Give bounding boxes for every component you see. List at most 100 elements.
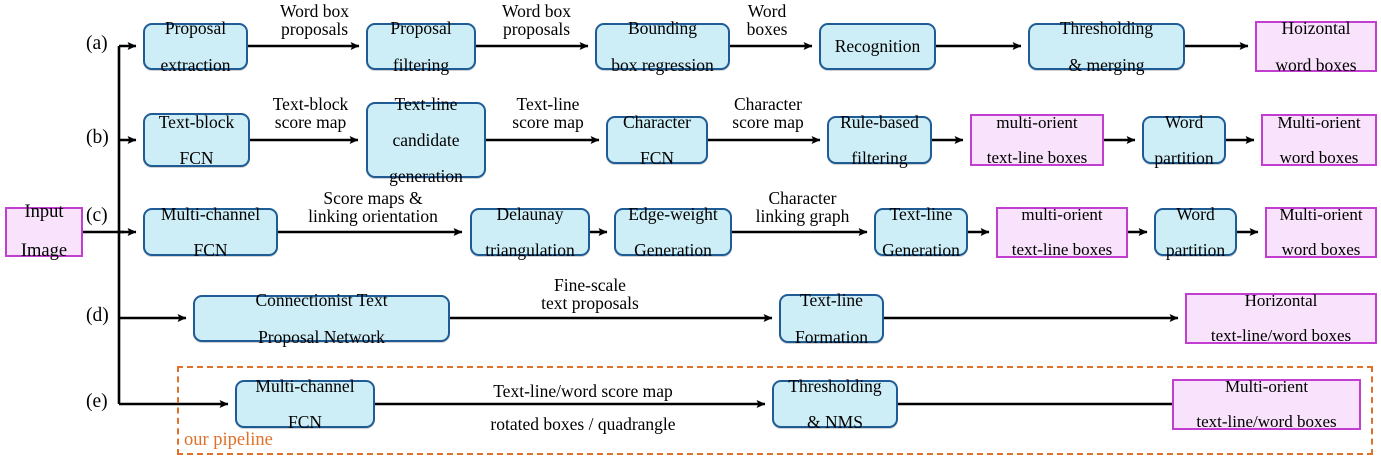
row-tag-b: (b): [86, 127, 109, 148]
node-line-2: FCN: [287, 412, 323, 433]
node-hoizontal-word-boxes: Hoizontal word boxes: [1255, 18, 1377, 74]
edge-label-a-3: Word boxes: [722, 2, 812, 38]
edge-label-line-2: score map: [512, 112, 584, 133]
node-line-2: & NMS: [807, 412, 863, 433]
edge-label-b-3: Character score map: [712, 95, 824, 131]
node-line-2: filtering: [392, 54, 450, 75]
node-thresholding-nms[interactable]: Thresholding & NMS: [772, 375, 898, 433]
node-line-1: Hoizontal: [1281, 18, 1351, 39]
row-tag-a: (a): [86, 33, 108, 54]
node-bounding-box-regression[interactable]: Bounding box regression: [595, 19, 730, 74]
edge-label-b-1: Text-block score map: [253, 95, 368, 131]
edge-label-d-1: Fine-scale text proposals: [500, 276, 680, 312]
node-line-1: Text-line: [800, 290, 863, 311]
node-connectionist-text-proposal-network[interactable]: Connectionist Text Proposal Network: [193, 291, 450, 346]
node-character-fcn[interactable]: Character FCN: [606, 111, 708, 169]
node-multi-orient-text-line-word-boxes: Multi-orient text-line/word boxes: [1172, 377, 1361, 432]
node-line-2: word boxes: [1279, 147, 1359, 167]
row-tag-c: (c): [86, 205, 108, 226]
input-image-box: Input Image: [5, 202, 83, 260]
node-line-2: & merging: [1068, 54, 1145, 75]
node-line-1: Character: [622, 111, 691, 132]
node-line-1: Thresholding: [788, 375, 882, 396]
node-line-2: partition: [1154, 148, 1214, 169]
node-word-partition-b[interactable]: Word partition: [1142, 111, 1226, 169]
node-line-1: Text-line: [394, 93, 458, 114]
node-line-2: FCN: [179, 148, 214, 169]
edge-label-b-2: Text-line score map: [492, 95, 604, 131]
edge-label-line-2: linking orientation: [308, 206, 438, 227]
node-line-2: partition: [1165, 240, 1226, 261]
node-line-2: text-line/word boxes: [1210, 326, 1352, 346]
edge-label-c-1: Score maps & linking orientation: [288, 189, 458, 225]
node-line-2: FCN: [639, 148, 675, 169]
edge-label-line-1: Text-line: [516, 94, 580, 114]
node-recognition[interactable]: Recognition: [819, 23, 936, 70]
edge-label-line-1: Character: [733, 94, 802, 114]
node-line-1: Multi-channel: [160, 203, 261, 224]
input-image-line2: Image: [20, 240, 68, 261]
node-line-1: Edge-weight: [628, 203, 718, 224]
node-proposal-filtering[interactable]: Proposal filtering: [366, 19, 476, 74]
node-edge-weight-generation[interactable]: Edge-weight Generation: [614, 203, 732, 259]
row-tag-d: (d): [86, 305, 109, 326]
node-line-1: Text-block: [158, 111, 235, 132]
node-thresholding-merging[interactable]: Thresholding & merging: [1028, 19, 1185, 74]
edge-label-line-2: score map: [274, 112, 347, 133]
edge-label-a-2: Word box proposals: [484, 2, 589, 38]
node-line-1: multi-orient: [996, 112, 1078, 132]
node-text-line-formation[interactable]: Text-line Formation: [779, 290, 884, 347]
node-text-line-candidate-generation[interactable]: Text-line candidate generation: [366, 94, 486, 185]
edge-label-line-1: Fine-scale: [554, 275, 626, 295]
node-line-1: Multi-channel: [255, 375, 355, 396]
edge-label-line-1: Character: [768, 188, 837, 208]
node-line-2: text-line/word boxes: [1196, 412, 1337, 432]
node-line-2: word boxes: [1281, 240, 1361, 260]
node-line-2: triangulation: [485, 240, 575, 261]
node-line-1: Word: [1176, 203, 1215, 224]
node-text-block-fcn[interactable]: Text-block FCN: [143, 113, 250, 167]
node-multi-orient-word-boxes-c: Multi-orient word boxes: [1265, 205, 1377, 260]
node-line-2: Proposal Network: [258, 326, 385, 347]
node-line-1: Text-line: [889, 203, 953, 224]
node-line-1: Thresholding: [1059, 18, 1154, 39]
our-pipeline-highlight-box: [177, 366, 1373, 455]
node-line-2: FCN: [193, 240, 228, 261]
node-delaunay-triangulation[interactable]: Delaunay triangulation: [470, 203, 590, 261]
node-line-2: filtering: [851, 148, 908, 169]
edge-label-line-1: Text-line/word score map: [493, 381, 673, 401]
node-line-1: Delaunay: [496, 203, 564, 224]
node-word-partition-c[interactable]: Word partition: [1154, 203, 1237, 261]
node-line-1: Proposal: [164, 18, 227, 39]
node-line-1: Multi-orient: [1224, 377, 1309, 396]
edge-label-line-2: linking graph: [755, 206, 850, 227]
node-line-1: Multi-orient: [1279, 205, 1363, 224]
node-line-2: Generation: [882, 240, 960, 261]
node-text-line-generation[interactable]: Text-line Generation: [874, 203, 968, 261]
node-line-1: Word: [1164, 111, 1204, 132]
node-line-1: Proposal: [390, 18, 452, 39]
node-line-3: generation: [389, 166, 463, 187]
node-proposal-extraction[interactable]: Proposal extraction: [143, 19, 248, 74]
node-line-1: Horizontal: [1244, 291, 1318, 310]
node-multi-channel-fcn-e[interactable]: Multi-channel FCN: [235, 375, 375, 433]
node-multi-orient-word-boxes-b: Multi-orient word boxes: [1261, 112, 1377, 167]
node-line-1: multi-orient: [1021, 205, 1103, 224]
edge-label-line-1: Word: [747, 1, 787, 21]
node-line-2: Formation: [795, 326, 868, 347]
node-multi-channel-fcn-c[interactable]: Multi-channel FCN: [143, 203, 278, 261]
row-tag-e: (e): [86, 391, 108, 412]
node-multi-orient-text-line-boxes-b: multi-orient text-line boxes: [970, 112, 1104, 167]
node-rule-based-filtering[interactable]: Rule-based filtering: [827, 113, 932, 169]
node-multi-orient-text-line-boxes-c: multi-orient text-line boxes: [996, 205, 1128, 259]
edge-label-line-2: score map: [732, 112, 804, 133]
edge-label-line-2: proposals: [502, 19, 571, 40]
edge-label-line-2: proposals: [280, 19, 349, 40]
our-pipeline-label: our pipeline: [184, 430, 273, 450]
node-line-1: Bounding: [627, 18, 698, 39]
node-line-1: Multi-orient: [1277, 112, 1361, 132]
node-line-1: Connectionist Text: [255, 290, 388, 311]
edge-label-line-1: Word box: [501, 1, 572, 21]
node-line-2: text-line boxes: [986, 147, 1088, 167]
